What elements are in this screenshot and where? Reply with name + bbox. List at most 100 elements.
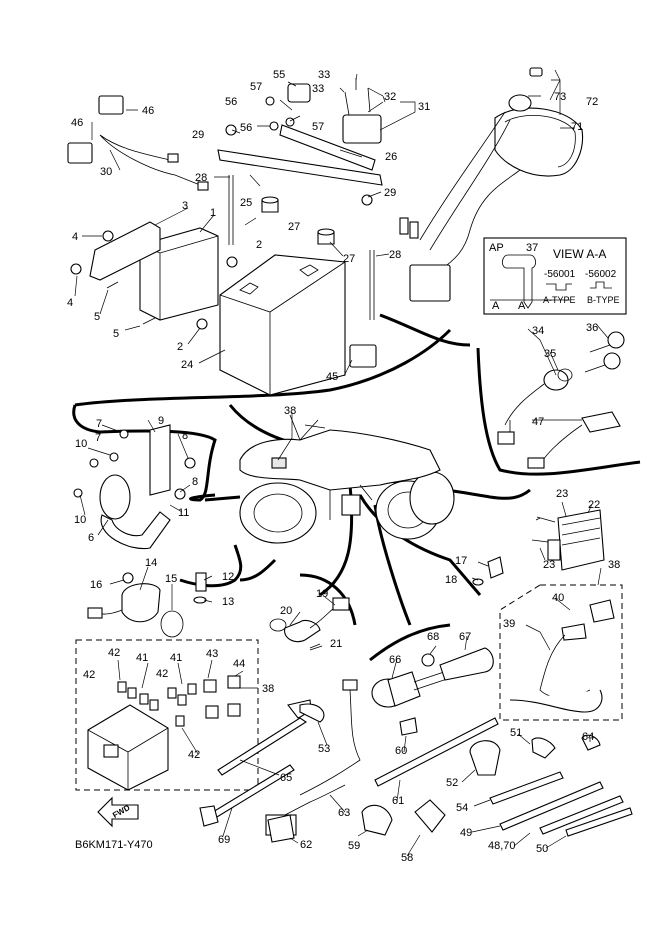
fuse-box xyxy=(87,704,169,791)
callout-23: 23 xyxy=(556,488,568,500)
callout-53: 53 xyxy=(318,743,330,755)
leader-lines xyxy=(74,69,609,857)
callout-7-lower: 7 xyxy=(95,432,101,444)
callout-34: 34 xyxy=(532,325,544,337)
callout-23-lower: 23 xyxy=(543,559,555,571)
callout-69: 69 xyxy=(218,834,230,846)
main-switch xyxy=(543,369,569,391)
callout-58: 58 xyxy=(401,852,413,864)
callout-42-lower: 42 xyxy=(188,749,200,761)
speed-sensor xyxy=(121,583,161,623)
callout-4: 4 xyxy=(72,231,78,243)
battery-group xyxy=(217,124,383,396)
callout-5-lower: 5 xyxy=(113,328,119,340)
battery xyxy=(219,254,346,396)
callout-20: 20 xyxy=(280,605,292,617)
callout-26: 26 xyxy=(385,151,397,163)
callout-57: 57 xyxy=(250,81,262,93)
callout-52: 52 xyxy=(446,777,458,789)
callout-42-mid: 42 xyxy=(156,668,168,680)
view-section-letter-right: A xyxy=(518,300,526,312)
callout-9: 9 xyxy=(158,415,164,427)
callout-56: 56 xyxy=(225,96,237,108)
view-aa-text: AP 37 VIEW A-A -56001 -56002 A-TYPE B-TY… xyxy=(489,242,620,312)
ignition-coil-group xyxy=(73,424,196,550)
callout-61: 61 xyxy=(392,795,404,807)
callout-67: 67 xyxy=(459,631,471,643)
relay-46b xyxy=(67,142,93,164)
callout-33-lower: 33 xyxy=(312,83,324,95)
view-code-b: -56002 xyxy=(585,269,617,280)
callout-36: 36 xyxy=(586,322,598,334)
relay-45 xyxy=(349,344,377,368)
fuse-box-group-right xyxy=(499,584,623,721)
callout-5: 5 xyxy=(94,311,100,323)
diagram-id: B6KM171-Y470 xyxy=(75,839,153,851)
callout-45: 45 xyxy=(326,371,338,383)
sensor-group xyxy=(87,556,504,651)
view-section-letter-left: A xyxy=(492,300,500,312)
callout-10: 10 xyxy=(75,438,87,450)
view-type-a: A-TYPE xyxy=(543,295,576,305)
fuse-box-group-left xyxy=(75,639,259,791)
callout-2-lower: 2 xyxy=(177,341,183,353)
ignition-coil xyxy=(99,474,131,520)
callout-8-lower: 8 xyxy=(192,476,198,488)
callout-labels: 46 46 30 55 57 56 56 57 33 33 32 31 29 2… xyxy=(67,69,620,864)
callout-41: 41 xyxy=(136,652,148,664)
callout-27: 27 xyxy=(288,221,300,233)
callout-43: 43 xyxy=(206,648,218,660)
callout-11: 11 xyxy=(178,507,189,519)
thermo-sensor xyxy=(195,572,207,592)
callout-28-right: 28 xyxy=(389,249,401,261)
callout-10-lower: 10 xyxy=(74,514,86,526)
callout-42: 42 xyxy=(108,647,120,659)
starter-relay-group xyxy=(265,78,382,144)
callout-66: 66 xyxy=(389,654,401,666)
callout-50: 50 xyxy=(536,843,548,855)
socket-47 xyxy=(581,411,621,433)
callout-65: 65 xyxy=(280,772,292,784)
callout-42-left: 42 xyxy=(83,669,95,681)
view-code-a: -56001 xyxy=(544,269,576,280)
view-type-b: B-TYPE xyxy=(587,295,620,305)
callout-17: 17 xyxy=(455,555,467,567)
callout-44: 44 xyxy=(233,658,245,670)
callout-25: 25 xyxy=(240,197,252,209)
lower-parts xyxy=(97,647,633,843)
meter-assembly xyxy=(494,107,584,177)
neutral-switch xyxy=(487,556,504,579)
callout-63: 63 xyxy=(338,807,350,819)
callout-57-lower: 57 xyxy=(312,121,324,133)
callout-19: 19 xyxy=(316,588,328,600)
callout-1: 1 xyxy=(210,207,216,219)
callout-8: 8 xyxy=(182,430,188,442)
cdi-unit xyxy=(139,227,219,321)
callout-55: 55 xyxy=(273,69,285,81)
callout-40: 40 xyxy=(552,592,564,604)
callout-22: 22 xyxy=(588,499,600,511)
callout-51: 51 xyxy=(510,727,522,739)
atv-vehicle xyxy=(239,414,455,544)
callout-32: 32 xyxy=(384,91,396,103)
callout-41-right: 41 xyxy=(170,652,182,664)
view-ap-number: 37 xyxy=(526,242,538,254)
callout-38-right: 38 xyxy=(608,559,620,571)
callout-24: 24 xyxy=(181,359,193,371)
view-ap-label: AP xyxy=(489,242,504,254)
callout-29-right: 29 xyxy=(384,187,396,199)
atv-marker xyxy=(271,457,287,469)
callout-38-fuse: 38 xyxy=(262,683,274,695)
callout-35: 35 xyxy=(544,348,556,360)
callout-27-right: 27 xyxy=(343,253,355,265)
callout-48-70: 48,70 xyxy=(488,840,516,852)
callout-7: 7 xyxy=(96,418,102,430)
callout-39: 39 xyxy=(503,618,515,630)
callout-30: 30 xyxy=(100,166,112,178)
callout-46-relay: 46 xyxy=(142,105,154,117)
main-switch-group xyxy=(497,331,625,469)
relay-55 xyxy=(287,83,311,103)
starter-relay xyxy=(342,114,382,144)
meter-group xyxy=(399,67,584,302)
